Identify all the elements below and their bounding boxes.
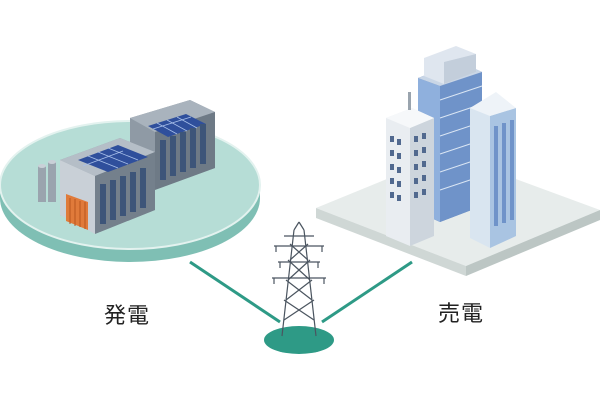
- connector-line-sales: [321, 260, 413, 324]
- power-plant-building: [38, 100, 215, 234]
- connector-lines: [189, 260, 413, 324]
- connector-line-generation: [189, 260, 281, 324]
- generation-label: 発電: [104, 304, 151, 329]
- office-buildings: [386, 46, 516, 248]
- sales-label: 売電: [438, 302, 485, 327]
- transmission-tower-base: [264, 326, 334, 354]
- transmission-tower: [272, 221, 326, 337]
